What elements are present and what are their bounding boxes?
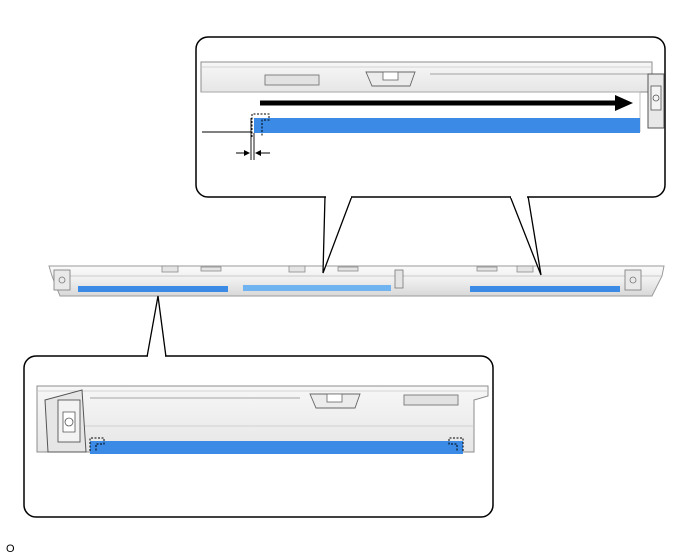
upper-clip-icon xyxy=(365,71,416,87)
figure-reference-code: O xyxy=(6,543,15,555)
lower-panel xyxy=(36,385,489,453)
overview-tape-center xyxy=(243,285,391,291)
upper-end-bracket-icon xyxy=(647,73,665,129)
overview-end-left-icon xyxy=(53,269,71,291)
upper-callout xyxy=(195,36,666,276)
overview-end-right-icon xyxy=(624,269,642,291)
overview-tape-right xyxy=(470,286,620,292)
lower-tape xyxy=(90,441,463,454)
upper-slot xyxy=(264,74,320,86)
lower-corner-marker-left xyxy=(89,437,105,451)
upper-callout-frame xyxy=(195,36,666,198)
upper-tape xyxy=(254,118,640,133)
upper-callout-pointer xyxy=(322,195,353,274)
lower-corner-marker-right xyxy=(448,437,464,451)
overview-clips xyxy=(161,265,534,273)
lower-clip-icon xyxy=(309,393,361,409)
lower-slot xyxy=(403,394,459,406)
lower-callout-pointer xyxy=(146,295,167,358)
lower-callout xyxy=(23,295,494,518)
overview-tape-left xyxy=(78,286,228,292)
overview-strip xyxy=(48,265,665,297)
upper-callout-pointer-right xyxy=(509,195,542,276)
dimension-arrow-icon xyxy=(236,150,270,156)
lower-end-bracket-icon xyxy=(44,389,87,453)
overview-center-joint-icon xyxy=(394,269,404,289)
